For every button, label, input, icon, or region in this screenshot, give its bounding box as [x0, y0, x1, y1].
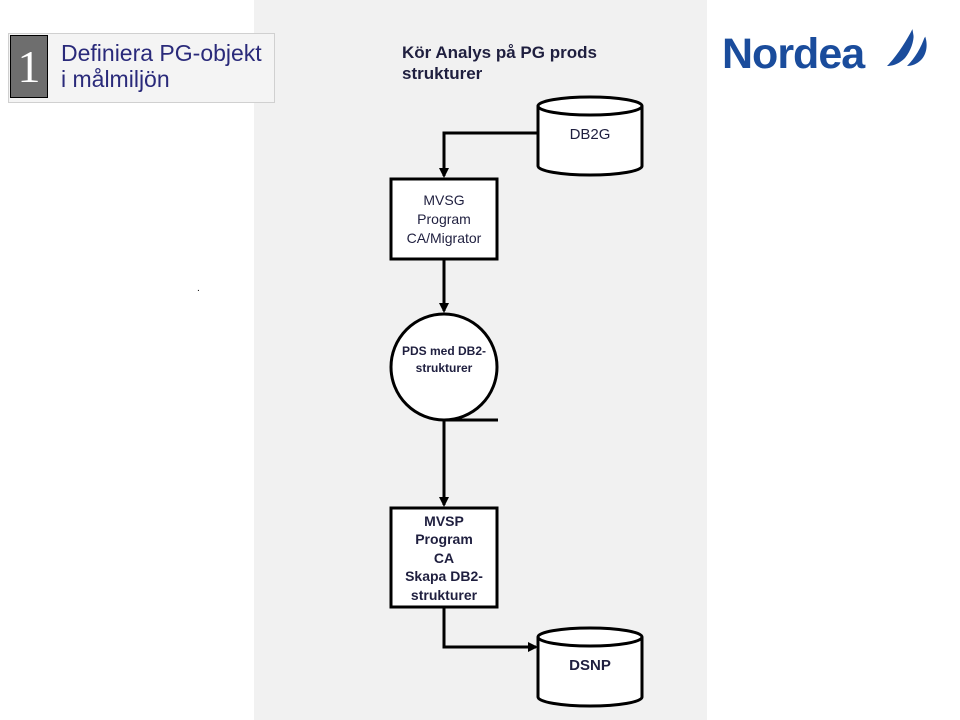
mvsp-line-4: Skapa DB2- [405, 568, 483, 585]
mvsp-line-2: Program [415, 531, 473, 548]
dsnp-label: DSNP [569, 656, 611, 674]
title-box [8, 33, 275, 103]
sail-logo-icon [887, 27, 927, 66]
diagram-heading: Kör Analys på PG prods strukturer [402, 43, 597, 83]
mvsg-line-1: MVSG [423, 191, 465, 208]
slide-title: Definiera PG-objekt i målmiljön [61, 40, 262, 92]
db2g-cylinder [536, 95, 644, 177]
connector-db2g-to-mvsg [439, 131, 540, 178]
mvsp-program-label: MVSP Program CA Skapa DB2- strukturer [391, 512, 497, 604]
mvsg-line-3: CA/Migrator [406, 229, 482, 246]
db2g-label: DB2G [569, 125, 611, 143]
pds-storage-label: PDS med DB2-strukturer [401, 344, 487, 375]
stray-dot: . [197, 283, 200, 294]
mvsp-program-box [389, 506, 499, 609]
mvsp-line-3: CA [433, 549, 455, 566]
mvsg-program-box [389, 177, 499, 261]
slide-number: 1 [10, 35, 48, 98]
dsnp-cylinder [536, 626, 644, 708]
mvsg-line-2: Program [417, 210, 471, 227]
connector-mvsp-to-dsnp [442, 608, 538, 652]
mvsp-line-1: MVSP [424, 512, 464, 529]
nordea-logo-text: Nordea [722, 30, 865, 78]
mvsp-line-5: strukturer [410, 586, 478, 603]
mvsg-program-label: MVSG Program CA/Migrator [391, 186, 497, 252]
